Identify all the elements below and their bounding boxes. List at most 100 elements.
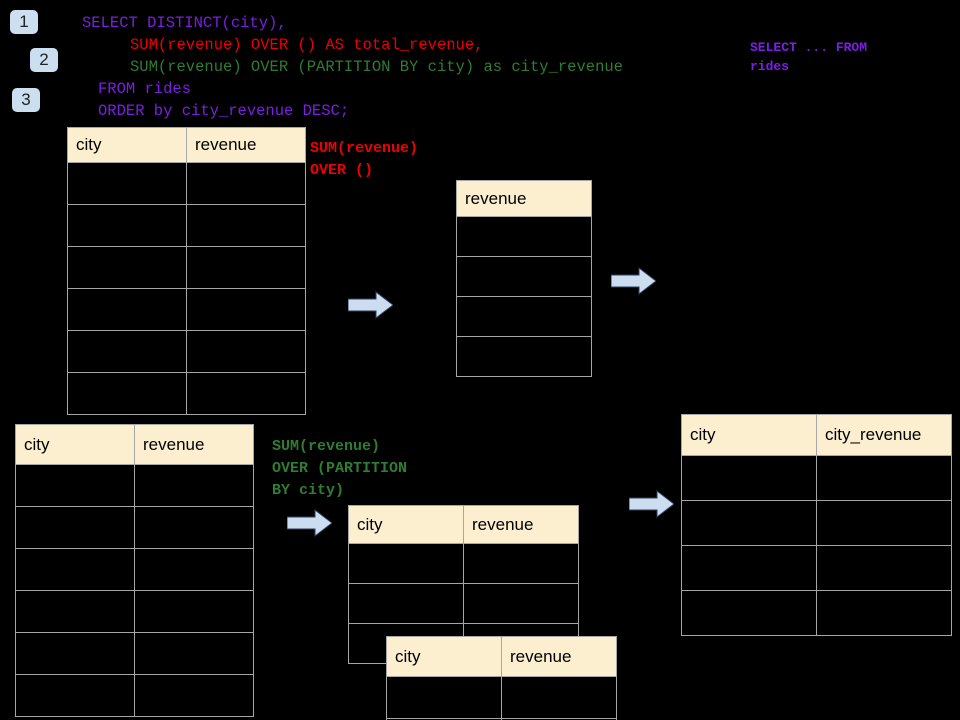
table-cell-city_revenue (816, 590, 952, 636)
table-cell-city (15, 674, 135, 717)
select-from-rides-note-line: rides (750, 59, 790, 74)
column-header-city_revenue: city_revenue (816, 414, 952, 456)
sum-over-empty-annotation-line: OVER () (310, 162, 374, 179)
table-cell-city (67, 246, 187, 289)
table-cell-revenue (501, 676, 617, 719)
total-revenue-table: revenue (456, 180, 592, 377)
table-cell-city_revenue (816, 500, 952, 546)
arrow-source-to-total (347, 290, 394, 320)
step-badge-2[interactable]: 2 (30, 48, 58, 72)
table-cell-city (348, 543, 464, 584)
table-cell-revenue (134, 506, 254, 549)
table-cell-revenue (134, 590, 254, 633)
table-header-row: revenue (456, 180, 592, 217)
arrow-partition-to-result (628, 489, 675, 519)
table-row (386, 718, 617, 720)
sum-over-partition-annotation: SUM(revenue) OVER (PARTITION BY city) (272, 436, 407, 502)
table-row (15, 674, 254, 717)
table-cell-revenue (186, 162, 306, 205)
table-row (681, 455, 952, 501)
table-cell-city_revenue (816, 455, 952, 501)
arrow-right-icon (628, 489, 675, 519)
sql-line-2: SUM(revenue) OVER () AS total_revenue, (130, 36, 484, 54)
table-cell-revenue (456, 256, 592, 297)
table-cell-city_revenue (816, 545, 952, 591)
table-cell-revenue (186, 330, 306, 373)
table-cell-city (681, 590, 817, 636)
column-header-revenue: revenue (463, 505, 579, 544)
sum-over-partition-annotation-line: OVER (PARTITION (272, 460, 408, 477)
table-cell-revenue (463, 543, 579, 584)
table-row (15, 548, 254, 591)
table-cell-revenue (134, 548, 254, 591)
table-cell-city (348, 583, 464, 624)
column-header-revenue: revenue (134, 424, 254, 465)
table-cell-revenue (186, 372, 306, 415)
sum-over-empty-annotation: SUM(revenue)OVER () (310, 138, 418, 182)
step-badge-1[interactable]: 1 (10, 10, 38, 34)
table-cell-revenue (134, 464, 254, 507)
table-cell-city (15, 464, 135, 507)
table-cell-revenue (186, 288, 306, 331)
table-cell-city (67, 330, 187, 373)
arrow-source-to-partition (286, 508, 333, 538)
table-row (67, 372, 306, 415)
step-badge-3[interactable]: 3 (12, 88, 40, 112)
table-cell-city (681, 545, 817, 591)
table-row (456, 296, 592, 337)
column-header-revenue: revenue (186, 127, 306, 163)
table-cell-revenue (456, 216, 592, 257)
sql-query-block: SELECT DISTINCT(city),SUM(revenue) OVER … (82, 12, 623, 122)
table-cell-city (681, 500, 817, 546)
table-row (681, 545, 952, 591)
table-row (67, 288, 306, 331)
column-header-revenue: revenue (456, 180, 592, 217)
table-row (456, 256, 592, 297)
table-cell-revenue (456, 336, 592, 377)
table-cell-revenue (134, 674, 254, 717)
table-cell-revenue (501, 718, 617, 720)
column-header-city: city (681, 414, 817, 456)
table-cell-city (15, 590, 135, 633)
sql-line-3: SUM(revenue) OVER (PARTITION BY city) as… (130, 58, 623, 76)
table-row (67, 204, 306, 247)
table-row (67, 246, 306, 289)
table-row (15, 506, 254, 549)
table-row (348, 543, 579, 584)
table-cell-city (386, 676, 502, 719)
arrow-total-to-result (610, 266, 657, 296)
column-header-city: city (67, 127, 187, 163)
table-cell-city (15, 632, 135, 675)
sum-over-partition-annotation-line: SUM(revenue) (272, 438, 381, 455)
table-cell-city (67, 204, 187, 247)
select-from-rides-note-line: SELECT ... FROM (750, 40, 868, 55)
table-row (15, 590, 254, 633)
table-cell-revenue (456, 296, 592, 337)
select-from-rides-note: SELECT ... FROM rides (750, 38, 867, 76)
table-row (67, 330, 306, 373)
table-row (456, 336, 592, 377)
table-cell-city (67, 372, 187, 415)
arrow-right-icon (610, 266, 657, 296)
table-cell-city (681, 455, 817, 501)
table-cell-city (67, 162, 187, 205)
table-cell-revenue (186, 204, 306, 247)
table-cell-revenue (134, 632, 254, 675)
table-row (456, 216, 592, 257)
table-cell-city (67, 288, 187, 331)
sql-line-5: ORDER by city_revenue DESC; (98, 102, 350, 120)
table-row (15, 464, 254, 507)
column-header-revenue: revenue (501, 636, 617, 677)
sum-over-partition-annotation-line: BY city) (272, 482, 345, 499)
table-cell-city (15, 506, 135, 549)
arrow-right-icon (347, 290, 394, 320)
